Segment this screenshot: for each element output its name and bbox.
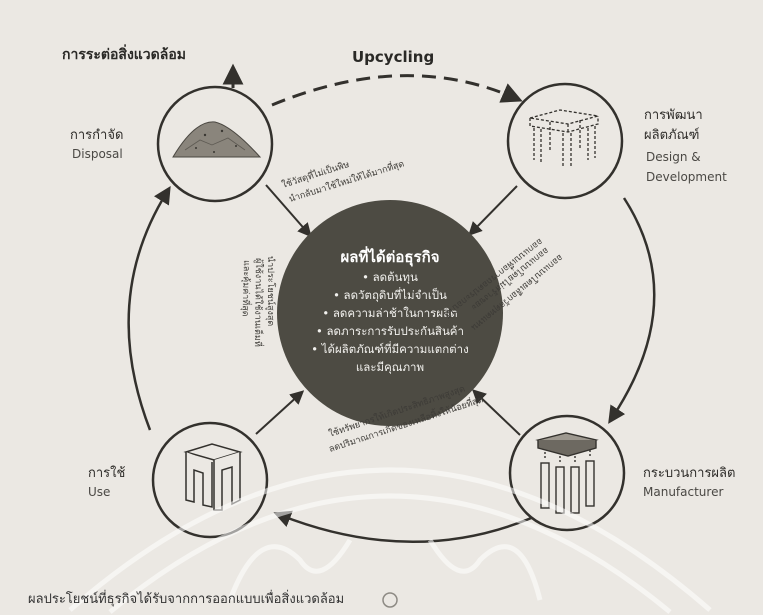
center-item-3: • ลดความล่าช้าในการผลิต xyxy=(322,306,457,320)
disposal-title: การกำจัด xyxy=(70,128,124,143)
design-subtitle-line2: Development xyxy=(646,170,727,184)
design-subtitle-line1: Design & xyxy=(646,150,701,164)
center-item-5: • ได้ผลิตภัณฑ์ที่มีความแตกต่าง xyxy=(311,341,468,356)
arrow-use-to-center xyxy=(255,390,305,435)
arrow-use-to-disposal xyxy=(127,186,171,431)
manufacture-title: กระบวนการผลิต xyxy=(643,466,736,481)
environment-impact-label: การระต่อสิ่งแวดล้อม xyxy=(62,47,186,63)
design-circle xyxy=(506,82,624,200)
waste-pile-icon xyxy=(172,121,262,158)
center-item-1: • ลดต้นทุน xyxy=(362,270,418,284)
center-item-2: • ลดวัตถุดิบที่ไม่จำเป็น xyxy=(333,287,447,302)
design-title-line1: การพัฒนา xyxy=(644,108,703,123)
manufacture-subtitle: Manufacturer xyxy=(643,485,724,499)
center-title: ผลที่ได้ต่อธุรกิจ xyxy=(341,246,440,267)
use-subtitle: Use xyxy=(88,485,111,499)
upcycling-label: Upcycling xyxy=(352,48,435,66)
center-item-4: • ลดภาระการรับประกันสินค้า xyxy=(316,324,464,338)
center-item-6: และมีคุณภาพ xyxy=(356,360,424,374)
arrow-design-to-manufacture xyxy=(608,197,656,424)
arrow-manufacture-to-center xyxy=(471,389,521,436)
arrow-upcycling xyxy=(271,74,523,107)
dashed-stool-sketch-icon xyxy=(529,109,599,168)
figure-caption: ผลประโยชน์ที่ธุรกิจได้รับจากการออกแบบเพื… xyxy=(28,592,345,607)
arrow-disposal-to-center xyxy=(265,184,312,238)
disposal-subtitle: Disposal xyxy=(72,147,123,161)
use-title: การใช้ xyxy=(88,466,126,481)
use-note-1: และคุ้มค่าที่สุด xyxy=(240,260,253,317)
business-benefits-circle xyxy=(277,200,503,426)
design-title-line2: ผลิตภัณฑ์ xyxy=(644,128,700,143)
use-note-3: นำประโยชน์สูงสุด xyxy=(265,256,277,326)
arrow-manufacture-to-use xyxy=(273,510,546,543)
arrow-design-to-center xyxy=(468,185,518,237)
bottom-knob xyxy=(382,592,398,608)
use-note-2: ผู้ใช้งานได้ใช้งานเต็มที่ xyxy=(252,258,265,347)
